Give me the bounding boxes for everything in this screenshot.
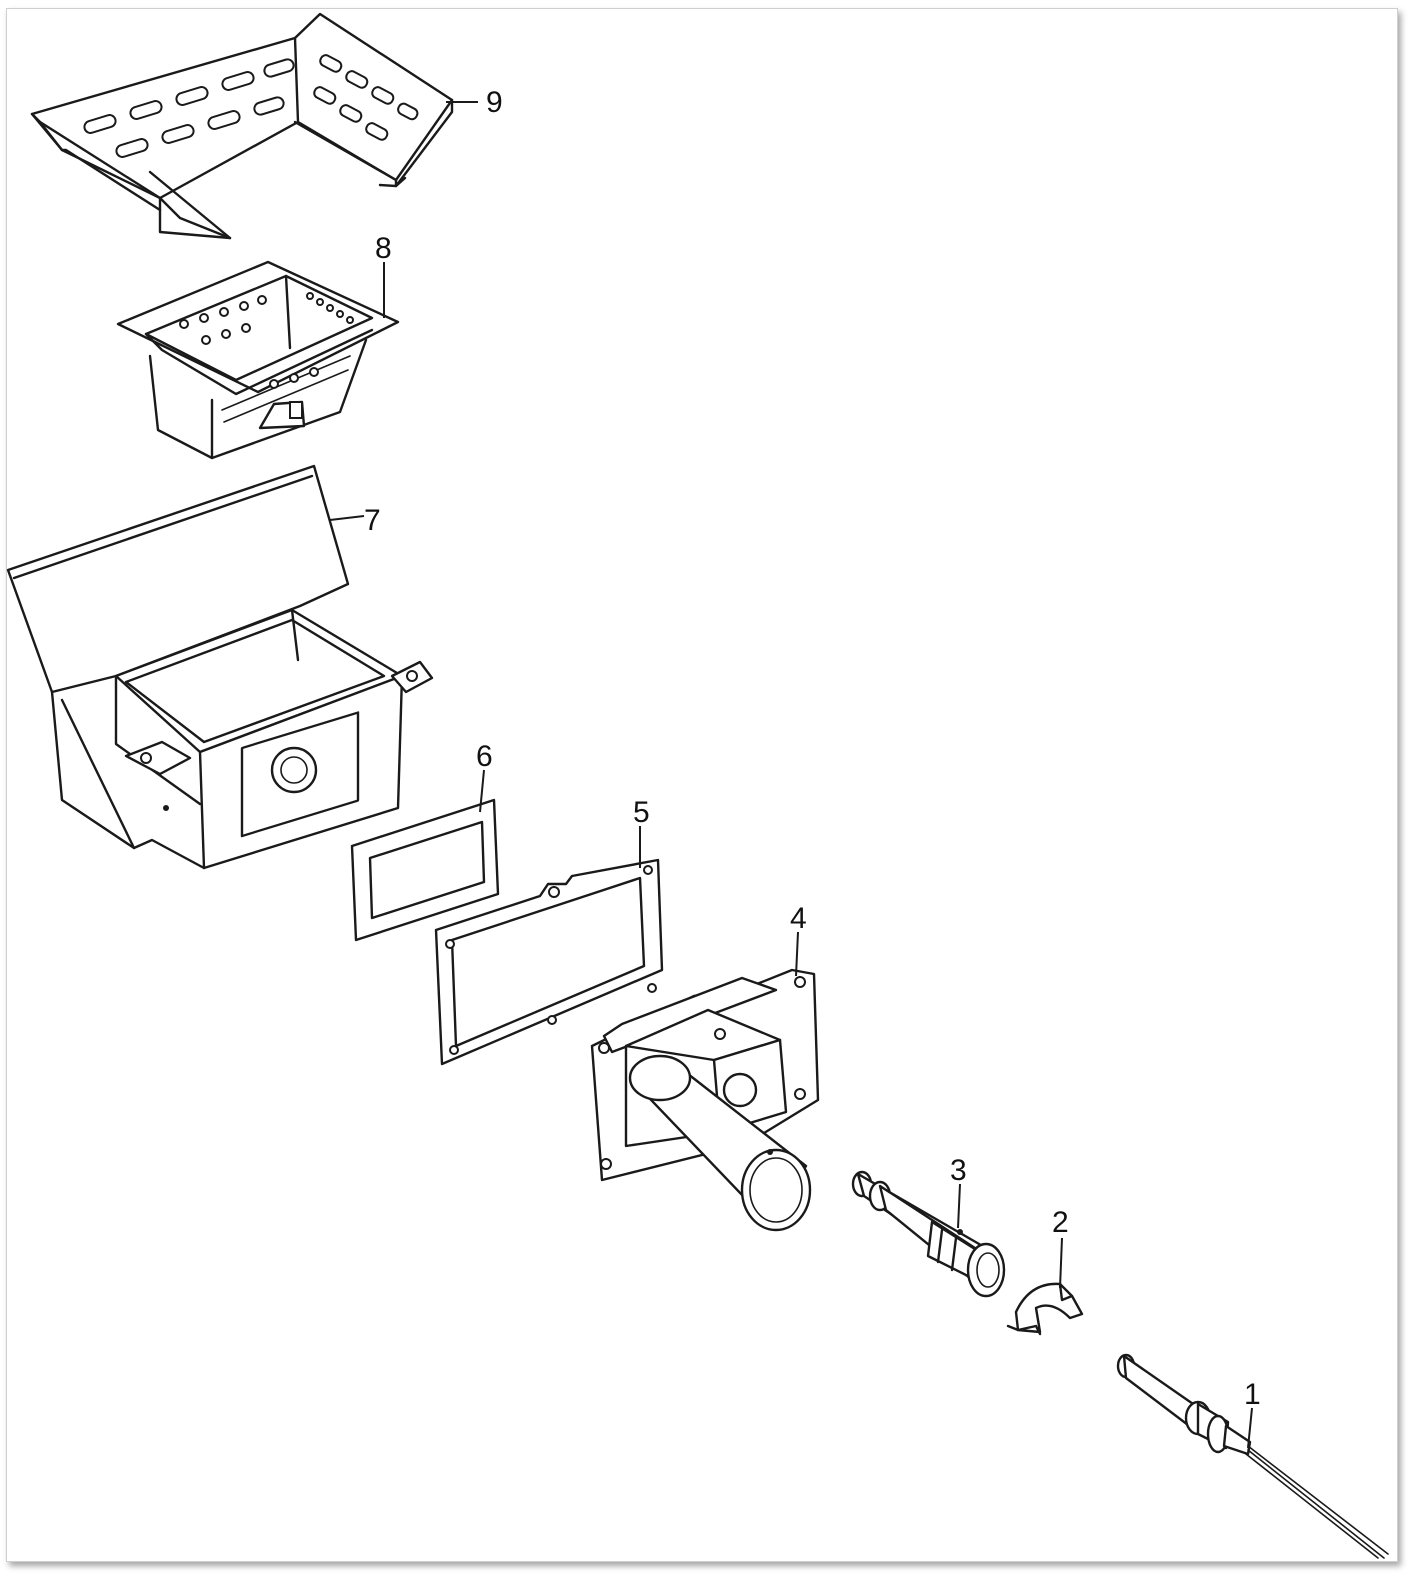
callout-5: 5: [633, 796, 650, 829]
part-2-clip: [1006, 1282, 1084, 1336]
callout-4: 4: [790, 902, 807, 935]
burn-pot-holes: [179, 292, 354, 389]
callout-1: 1: [1244, 1378, 1261, 1411]
callout-2: 2: [1052, 1206, 1069, 1239]
callout-6: 6: [476, 740, 493, 773]
callout-7: 7: [364, 504, 381, 537]
part-4-tube-mount: [590, 968, 820, 1232]
callout-leaders: [329, 101, 1253, 1449]
part-7-housing: [6, 464, 434, 870]
part-6-gasket: [350, 798, 500, 942]
callout-8: 8: [375, 232, 392, 265]
part-8-burn-pot: [116, 260, 400, 460]
part-1-igniter: [1116, 1353, 1389, 1559]
callout-labels: 9 8 7 6 5 4 3 2 1: [364, 86, 1261, 1411]
grate-slots: [83, 54, 419, 158]
callout-3: 3: [950, 1154, 967, 1187]
part-3-igniter-sleeve: [851, 1170, 1006, 1298]
part-5-gasket-plate: [434, 858, 664, 1066]
part-9-slotted-grate: [30, 12, 454, 240]
callout-9: 9: [486, 86, 503, 119]
